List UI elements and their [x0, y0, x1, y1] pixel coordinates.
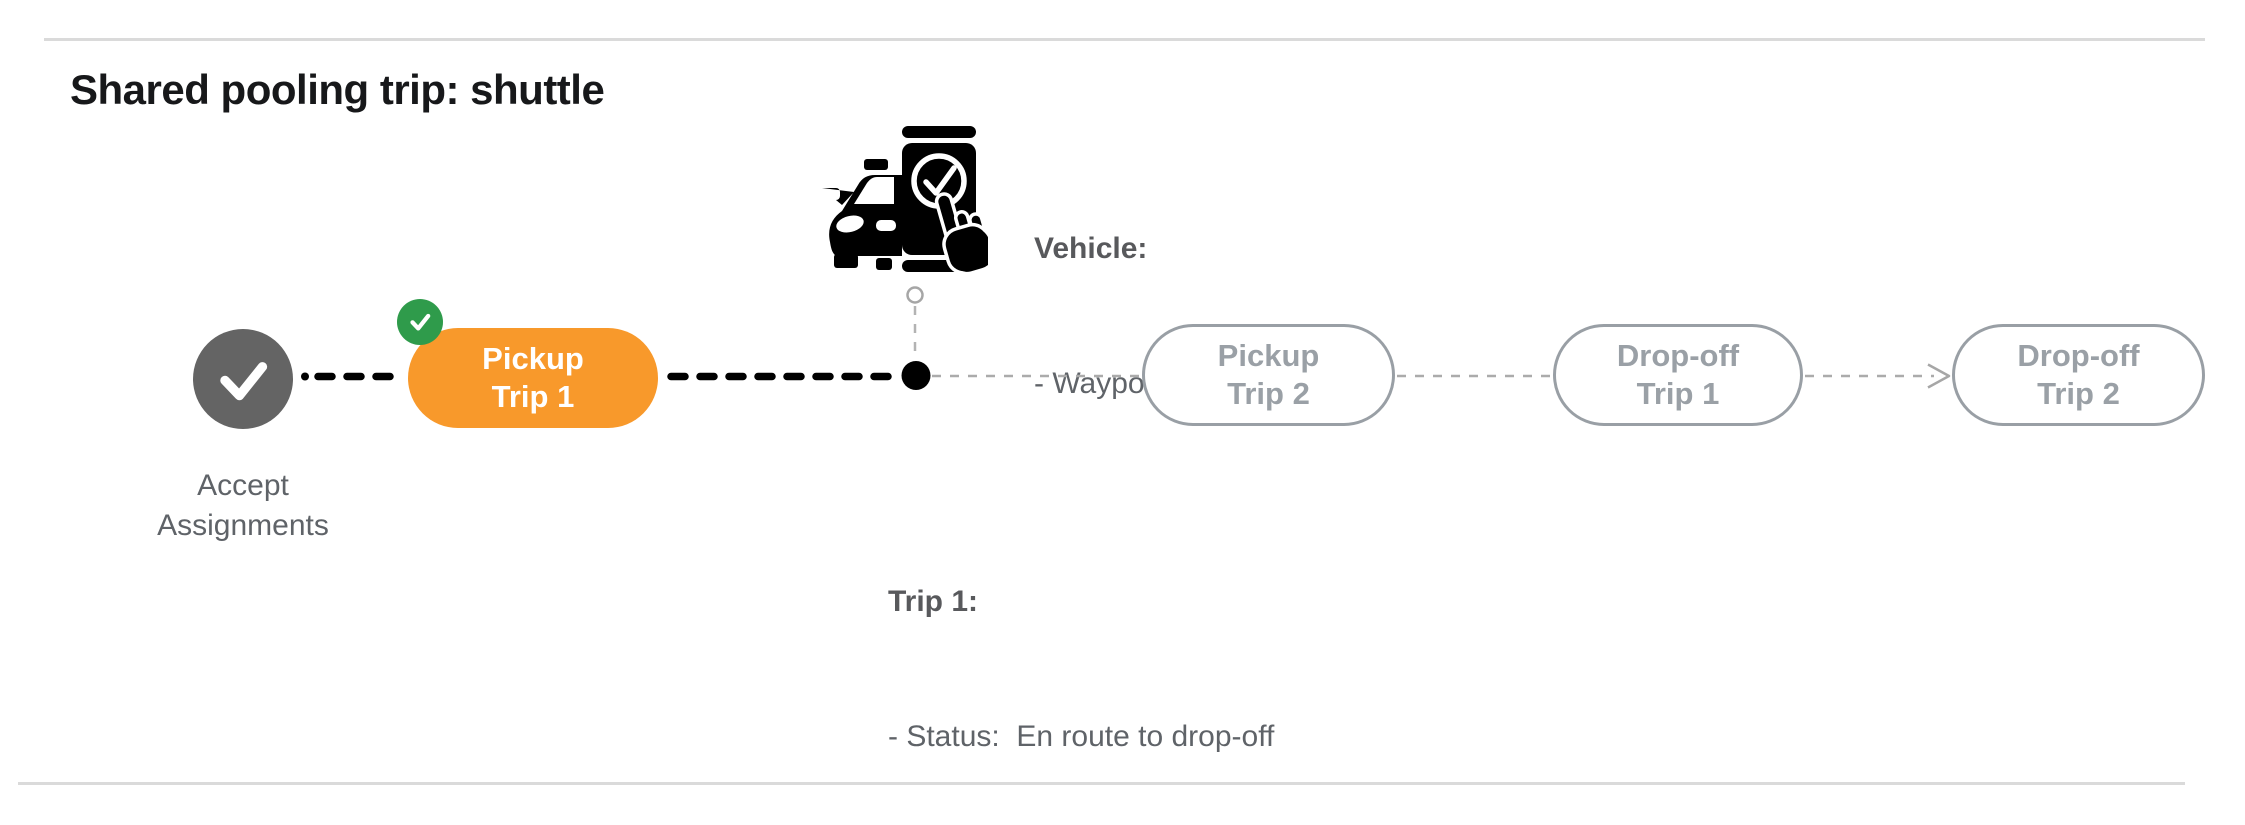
vehicle-info-label: Vehicle:: [1034, 232, 1148, 265]
car-with-phone-check-icon: [822, 126, 988, 275]
top-divider: [44, 38, 2205, 41]
check-icon: [220, 362, 268, 401]
trip-status-block: Trip 1: - Status: En route to drop-off -…: [888, 489, 1274, 825]
node-pickup-trip-2: Pickup Trip 2: [1142, 324, 1395, 426]
car-glyph: [822, 159, 902, 270]
node-dropoff-trip-2: Drop-off Trip 2: [1952, 324, 2205, 426]
pointing-hand-glyph: [934, 192, 988, 275]
node-accept-assignments: [193, 329, 293, 429]
check-icon: [923, 165, 957, 196]
node-accept-assignments-label: Accept Assignments: [157, 469, 329, 542]
vehicle-info: Vehicle: - Waypoints: 3: [1034, 136, 1225, 496]
current-position-dot: [901, 361, 931, 390]
node-pickup-trip-1: Pickup Trip 1: [408, 328, 658, 428]
node-dropoff-trip-1: Drop-off Trip 1: [1553, 324, 1803, 426]
traveled-dash-dot: [301, 372, 309, 381]
trip1-status: - Status: En route to drop-off: [888, 720, 1275, 753]
vehicle-pointer-ring: [906, 286, 924, 304]
arrowhead-icon: [1927, 363, 1951, 389]
check-badge-icon: [397, 299, 443, 345]
bottom-divider: [18, 782, 2185, 785]
trip1-label: Trip 1:: [888, 585, 979, 618]
page-title: Shared pooling trip: shuttle: [70, 66, 605, 113]
